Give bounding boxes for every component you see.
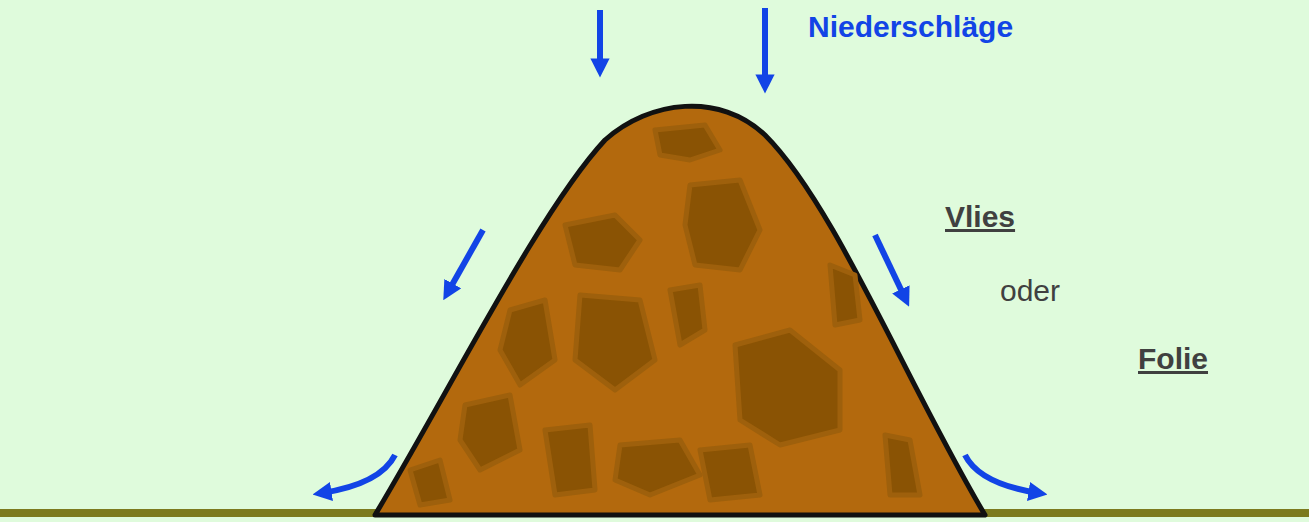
clump: [410, 460, 450, 505]
runoff-arrow: [448, 230, 483, 292]
clump: [830, 265, 860, 325]
heap-body: [375, 106, 985, 515]
runoff-arrow: [875, 235, 905, 298]
clump: [685, 180, 760, 270]
clump: [735, 330, 840, 445]
clump: [575, 295, 655, 390]
clump: [700, 445, 760, 500]
runoff-arrow: [322, 455, 395, 493]
clump: [460, 395, 520, 470]
material-label: Vlies: [945, 200, 1015, 235]
rain-arrow: [762, 8, 768, 84]
connector-word: oder: [1000, 274, 1060, 309]
precipitation-label: Niederschläge: [808, 10, 1013, 45]
clump: [545, 425, 595, 495]
material-label: Folie: [1138, 342, 1208, 377]
water-arrows: [322, 8, 1038, 493]
clump: [500, 300, 555, 385]
clump: [615, 440, 700, 495]
clump: [885, 435, 920, 495]
heap-clumps: [410, 125, 920, 505]
runoff-arrow: [965, 455, 1038, 493]
clump: [670, 285, 705, 345]
rain-arrow: [597, 10, 603, 68]
clump: [565, 215, 640, 270]
clump: [655, 125, 720, 160]
